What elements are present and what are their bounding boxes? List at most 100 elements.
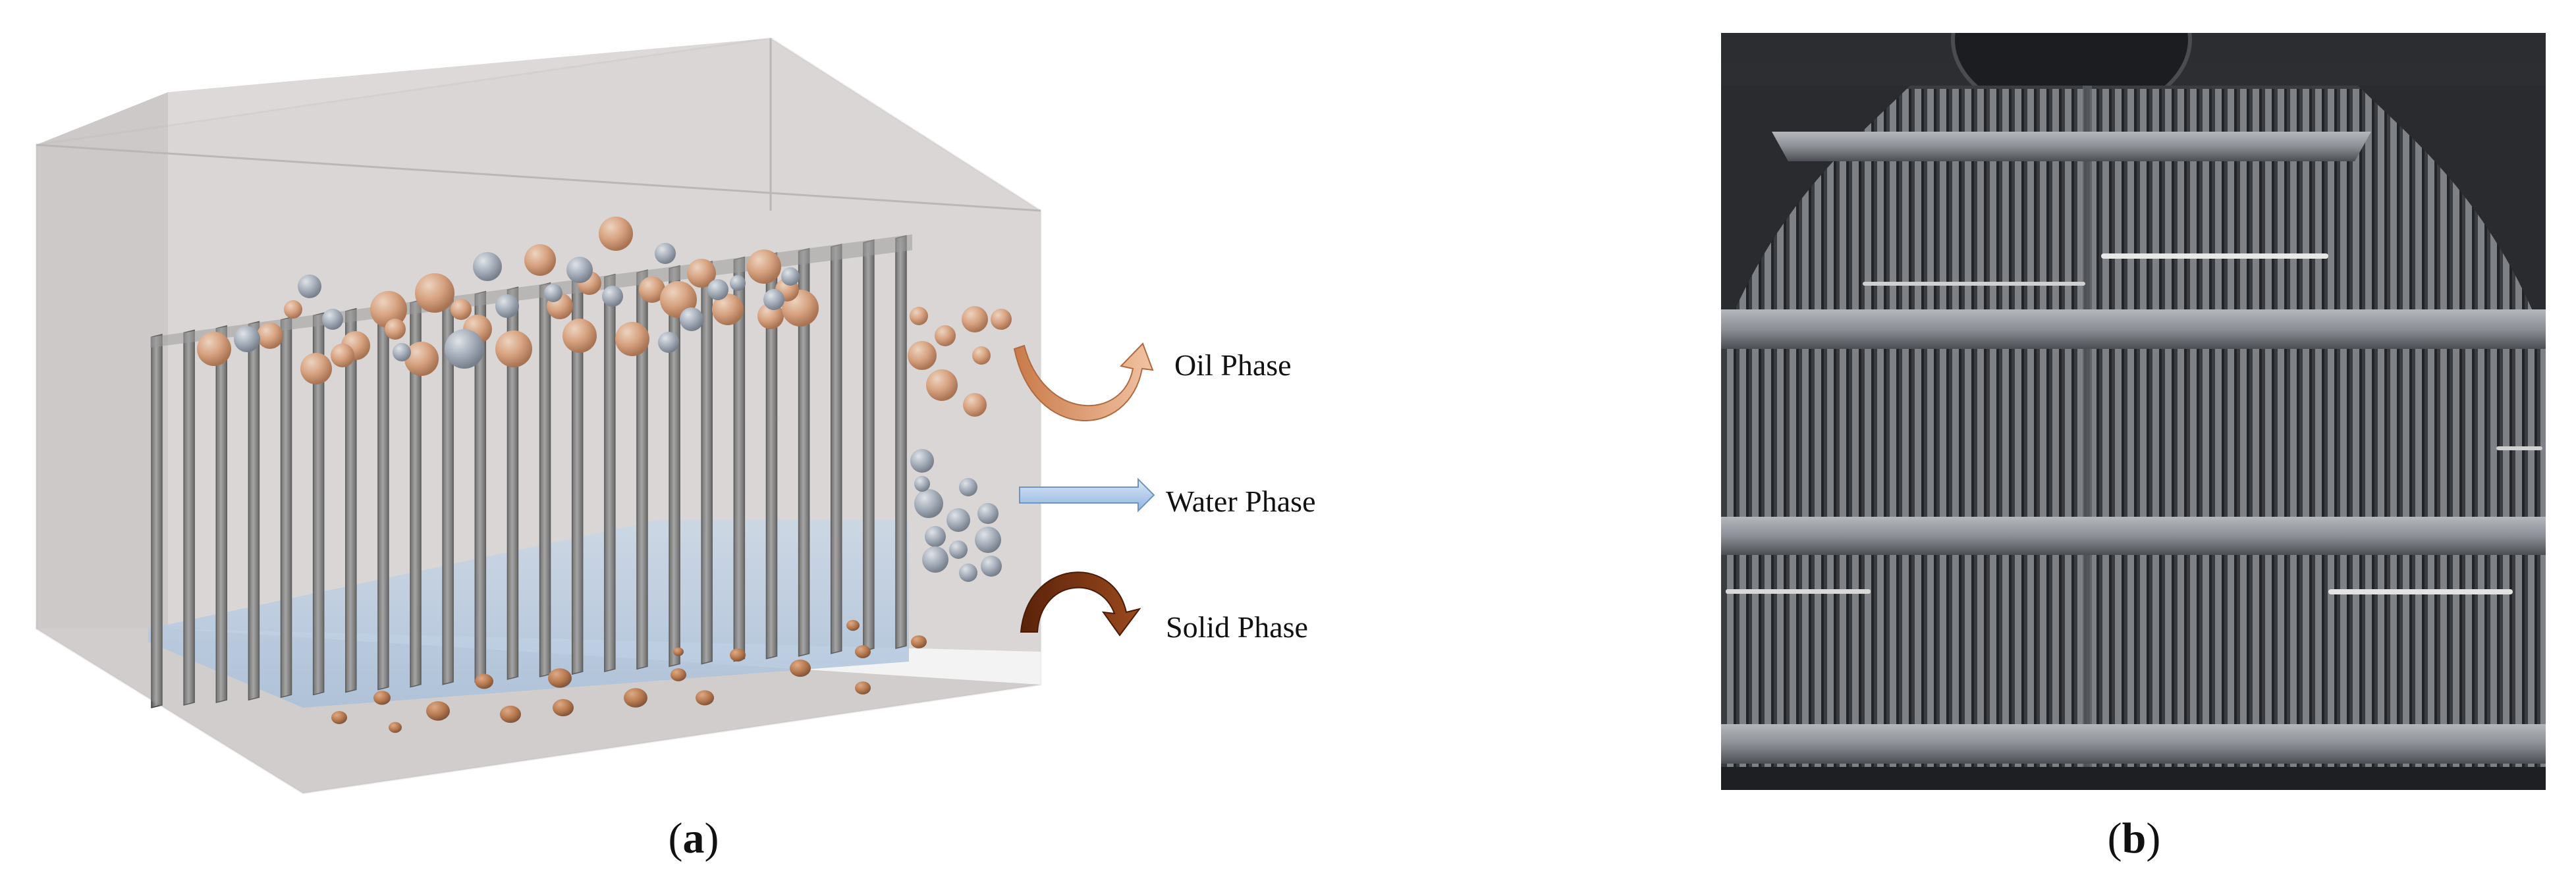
solid-particle <box>790 659 811 677</box>
plate-rod-shadow <box>2422 89 2425 767</box>
plate-rod-shadow <box>2134 89 2137 767</box>
panel-b-letter: b <box>2122 814 2147 862</box>
solid-particle <box>624 688 647 708</box>
plate-rod <box>2340 89 2347 767</box>
oil-droplet <box>972 346 991 365</box>
panel-b-caption: (b) <box>2108 814 2161 862</box>
plate-rod <box>2403 89 2409 767</box>
plate-rod <box>2040 89 2046 767</box>
plate-rod <box>2440 89 2447 767</box>
plate-rod <box>2090 89 2096 767</box>
plate-rod-shadow <box>2209 89 2212 767</box>
plate-rod <box>1827 89 1834 767</box>
plate-rod-shadow <box>2172 89 2174 767</box>
plate-rod <box>2228 89 2234 767</box>
plate-rod-shadow <box>2434 89 2437 767</box>
gas-bubble <box>544 284 562 302</box>
solid-particle <box>696 690 714 706</box>
plate-rod-shadow <box>2522 89 2525 767</box>
oil-droplet <box>370 291 407 328</box>
plate-rod <box>2027 89 2034 767</box>
plate-rod <box>2378 89 2384 767</box>
plate-rod <box>2190 89 2197 767</box>
plate-rod-shadow <box>2059 89 2062 767</box>
plate-rod-shadow <box>2509 89 2512 767</box>
support-bars <box>1721 132 2546 764</box>
inclined-plate <box>248 321 260 701</box>
plate-rod-shadow <box>1746 89 1749 767</box>
plate-rod-shadow <box>1734 89 1736 767</box>
plate-rod-shadow <box>2472 89 2475 767</box>
plate-rod-shadow <box>2009 89 2012 767</box>
plate-rod <box>2415 89 2422 767</box>
plate-rod-shadow <box>1784 89 1786 767</box>
gas-bubble <box>473 252 502 281</box>
plate-rod-shadow <box>2096 89 2099 767</box>
plate-rod-shadow <box>1934 89 1936 767</box>
plate-rod <box>2353 89 2359 767</box>
plate-rod-shadow <box>1846 89 1849 767</box>
plate-rod <box>2253 89 2259 767</box>
panel-a-diagram: Oil Phase Water Phase Solid Phase (a) <box>35 37 1315 862</box>
plate-rod <box>1927 89 1934 767</box>
plate-rod-shadow <box>1959 89 1961 767</box>
plate-rods <box>1721 86 2546 767</box>
oil-droplet <box>415 273 454 313</box>
solid-particle <box>426 701 450 721</box>
gas-bubble <box>707 279 728 300</box>
plate-rod <box>2115 89 2122 767</box>
plate-rod <box>2240 89 2247 767</box>
plate-rod <box>1790 89 1796 767</box>
plate-rod <box>2278 89 2284 767</box>
plate-rod <box>2290 89 2297 767</box>
gas-bubble <box>981 556 1002 577</box>
plate-rod <box>2203 89 2209 767</box>
oil-droplet <box>599 217 633 251</box>
gas-bubble <box>946 508 970 532</box>
plate-rod <box>2077 89 2084 767</box>
plate-rod-shadow <box>1946 89 1949 767</box>
gas-bubble <box>977 503 999 524</box>
plate-rod-shadow <box>1971 89 1974 767</box>
vessel-shoulder-right <box>2358 86 2546 342</box>
plate-rod-shadow <box>2034 89 2037 767</box>
plate-rod <box>1902 89 1909 767</box>
plate-rod <box>2328 89 2334 767</box>
plate-rod <box>2265 89 2272 767</box>
plate-rod <box>1740 89 1746 767</box>
plate-rod <box>1777 89 1784 767</box>
oil-droplet <box>962 306 988 332</box>
right-arrow-icon <box>1019 477 1155 513</box>
plate-rod <box>2127 89 2134 767</box>
plate-rod-shadow <box>2384 89 2387 767</box>
plate-rod <box>1727 89 1734 767</box>
support-bar <box>1721 517 2546 555</box>
gas-bubble <box>602 286 623 307</box>
oil-droplet <box>991 309 1012 330</box>
oil-droplet <box>385 319 406 340</box>
inclined-plate <box>151 334 163 708</box>
plate-rod <box>2140 89 2147 767</box>
plate-rod <box>2015 89 2021 767</box>
gas-bubble <box>566 257 593 283</box>
plate-rod <box>2165 89 2172 767</box>
plate-rod <box>1815 89 1821 767</box>
plate-rod-shadow <box>2334 89 2337 767</box>
plate-rod <box>2478 89 2484 767</box>
gas-bubble <box>234 326 260 352</box>
tank-left-wall <box>36 92 168 629</box>
support-bar <box>1721 724 2546 764</box>
gas-bubble <box>658 332 679 353</box>
plate-rod <box>1765 89 1771 767</box>
support-bar <box>1772 132 2371 161</box>
plate-rod-shadow <box>1984 89 1987 767</box>
plate-rod-shadow <box>2184 89 2187 767</box>
solid-particle <box>500 705 521 723</box>
plate-rod-shadow <box>2259 89 2262 767</box>
oil-droplet <box>910 307 928 325</box>
vessel-bottom <box>1721 767 2546 790</box>
tank-edge <box>36 144 1041 212</box>
center-seam <box>2083 86 2092 790</box>
plate-rod <box>1865 89 1871 767</box>
